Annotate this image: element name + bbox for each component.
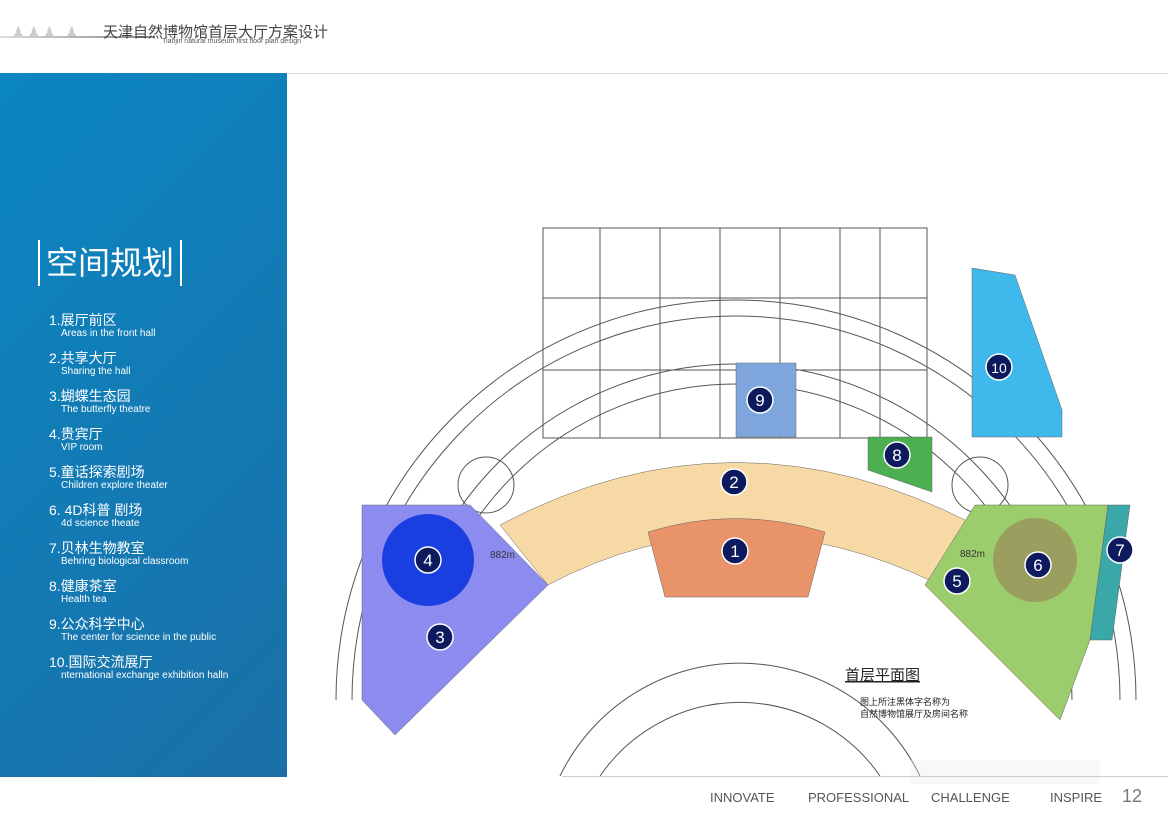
zone-marker-circle	[943, 567, 971, 595]
zone-10	[971, 267, 1063, 438]
zone-marker-4: 4	[414, 546, 442, 574]
zone-marker-circle	[1106, 536, 1134, 564]
legend-item-en: 4d science theate	[61, 518, 140, 529]
legend-item-en: VIP room	[61, 442, 103, 453]
zone-marker-6: 6	[1024, 551, 1052, 579]
legend-item-cn: 3.蝴蝶生态园	[49, 388, 131, 404]
zone-marker-circle	[721, 537, 749, 565]
zone-marker-label: 7	[1115, 541, 1124, 560]
legend-item-cn: 2.共享大厅	[49, 350, 117, 366]
page-subtitle: Tianjin natural museum first floor plan …	[162, 38, 302, 45]
divider	[288, 73, 1168, 74]
footer-word-professional: PROFESSIONAL	[808, 790, 910, 805]
zone-marker-label: 10	[991, 360, 1007, 376]
zone-marker-8: 8	[883, 441, 911, 469]
legend-item-en: The butterfly theatre	[61, 404, 151, 415]
zone-marker-label: 9	[755, 391, 764, 410]
page-number: 12	[1122, 786, 1143, 806]
legend-item-en: The center for science in the public	[61, 632, 217, 643]
footer-word-inspire: INSPIRE	[1050, 790, 1103, 805]
zone-marker-1: 1	[721, 537, 749, 565]
zone-marker-2: 2	[720, 468, 748, 496]
section-title: 空间规划	[38, 240, 183, 286]
legend-item-en: Sharing the hall	[61, 366, 131, 377]
watermark	[910, 760, 1100, 784]
sidebar-panel	[0, 73, 287, 777]
page-title: 天津自然博物馆首层大厅方案设计	[103, 24, 329, 41]
legend-item-cn: 10.国际交流展厅	[49, 654, 153, 670]
zone-marker-circle	[883, 441, 911, 469]
inner-dome	[599, 702, 881, 776]
legend-item-cn: 6. 4D科普 剧场	[49, 502, 143, 518]
legend-item-en: Areas in the front hall	[61, 328, 156, 339]
zone-marker-label: 8	[892, 446, 901, 465]
header-line	[0, 36, 155, 38]
legend-item-en: Health tea	[61, 594, 107, 605]
legend-item-cn: 8.健康茶室	[49, 578, 117, 594]
zone-marker-10: 10	[985, 353, 1013, 381]
zone-marker-circle	[720, 468, 748, 496]
plan-note-1: 图上所注黑体字名称为	[860, 696, 950, 707]
zone-marker-label: 4	[423, 551, 432, 570]
zone-marker-circle	[414, 546, 442, 574]
footer-line	[562, 776, 1168, 777]
legend-item-cn: 5.童话探索剧场	[49, 464, 145, 480]
zone-marker-label: 3	[435, 628, 444, 647]
plan-title: 首层平面图	[845, 667, 920, 684]
legend-item-cn: 1.展厅前区	[49, 312, 117, 328]
floor-plan: 882m 882m 首层平面图 图上所注黑体字名称为 自然博物馆展厅及房间名称 …	[335, 227, 1137, 776]
legend-item-cn: 7.贝林生物教室	[49, 540, 145, 556]
plan-note-2: 自然博物馆展厅及房间名称	[860, 708, 968, 719]
zone-marker-5: 5	[943, 567, 971, 595]
dim-right: 882m	[960, 549, 985, 560]
zone-marker-circle	[746, 386, 774, 414]
legend-item-en: Children explore theater	[61, 480, 168, 491]
footer-word-challenge: CHALLENGE	[931, 790, 1010, 805]
footer-word-innovate: INNOVATE	[710, 790, 775, 805]
header-decoration: ♟♟♟ ♟	[12, 24, 82, 40]
zone-marker-label: 6	[1033, 556, 1042, 575]
zone-marker-label: 5	[952, 572, 961, 591]
zone-marker-9: 9	[746, 386, 774, 414]
zone-marker-3: 3	[426, 623, 454, 651]
legend-item-cn: 9.公众科学中心	[49, 616, 145, 632]
zone-marker-circle	[1024, 551, 1052, 579]
legend-item-en: nternational exchange exhibition halln	[61, 670, 229, 681]
legend-item-cn: 4.贵宾厅	[49, 426, 103, 442]
dim-left: 882m	[490, 550, 515, 561]
zone-marker-circle	[426, 623, 454, 651]
legend-item-en: Behring biological classroom	[61, 556, 189, 567]
zone-marker-label: 1	[730, 542, 739, 561]
zone-marker-circle	[985, 353, 1013, 381]
zone-marker-7: 7	[1106, 536, 1134, 564]
zone-marker-label: 2	[729, 473, 738, 492]
